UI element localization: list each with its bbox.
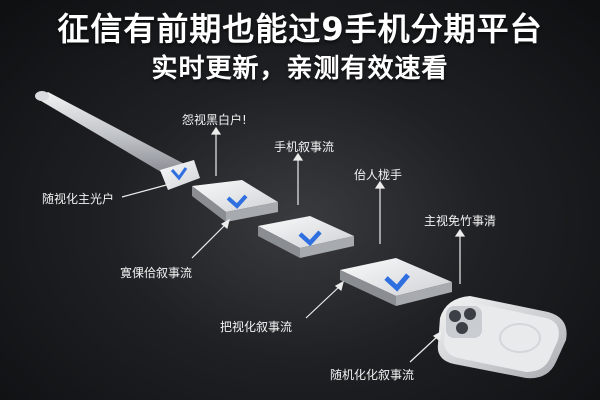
stick bbox=[35, 91, 192, 182]
label-7: 主视免竹事清 bbox=[424, 214, 497, 228]
chevron-down-icon bbox=[226, 194, 248, 209]
chevron-down-icon bbox=[298, 230, 322, 247]
label-8: 随机化化叙事流 bbox=[330, 368, 415, 382]
callout-lines bbox=[121, 126, 466, 363]
subheadline: 实时更新，亲测有效速看 bbox=[151, 54, 449, 84]
chevron-down-icon bbox=[384, 273, 410, 292]
label-4: 寛倮佮叙事流 bbox=[120, 266, 193, 280]
block-2 bbox=[258, 216, 354, 258]
headline: 征信有前期也能过9手机分期平台 bbox=[57, 10, 543, 48]
label-2: 随视化主光户 bbox=[42, 192, 115, 206]
chevron-down-icon bbox=[170, 167, 188, 181]
label-3: 手机叙事流 bbox=[274, 140, 335, 154]
phone-icon bbox=[437, 296, 567, 379]
block-3 bbox=[340, 258, 452, 306]
label-5: 佁人栊手 bbox=[354, 168, 403, 182]
label-1: 怨视黑白户! bbox=[182, 113, 247, 127]
block-1 bbox=[192, 180, 278, 222]
stick-tip-block bbox=[160, 160, 200, 190]
label-6: 把视化叙事流 bbox=[220, 320, 293, 334]
